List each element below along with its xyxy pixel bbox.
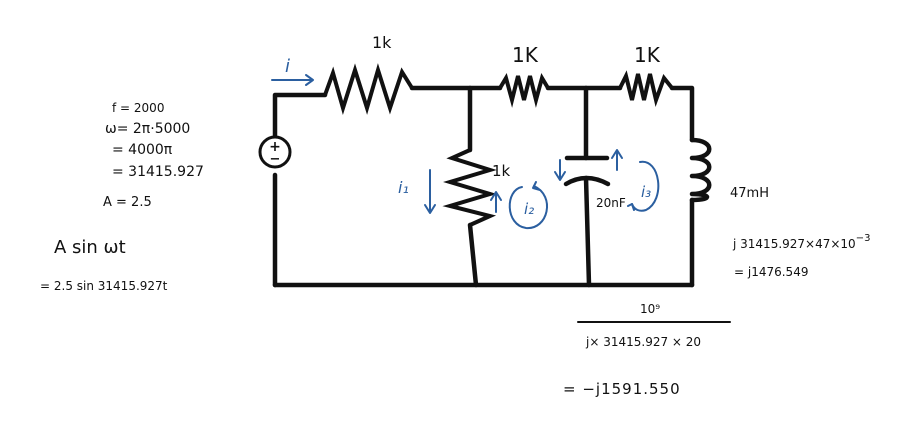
resistor-r2 xyxy=(442,148,497,227)
current-ic-annotation xyxy=(554,149,623,181)
current-i3-annotation: i₃ xyxy=(627,160,660,212)
note-omega-2: = 4000π xyxy=(112,142,173,158)
current-i-annotation: i xyxy=(271,56,314,86)
notes-right: j 31415.927×47×10−3 = j1476.549 10⁹ j× 3… xyxy=(563,233,870,398)
current-i2-loop-icon xyxy=(508,185,549,230)
note-omega-1: ω= 2π·5000 xyxy=(105,121,190,137)
note-xc-numerator: 10⁹ xyxy=(640,302,660,316)
current-i2-annotation: i₂ xyxy=(490,181,549,230)
label-r4: 1K xyxy=(634,43,661,67)
label-capacitor: 20nF xyxy=(596,196,626,210)
resistor-r3 xyxy=(498,72,550,108)
inductor xyxy=(689,137,712,203)
note-xc-denominator: j× 31415.927 × 20 xyxy=(585,335,701,349)
note-xl-value: = j1476.549 xyxy=(734,265,808,279)
current-i1-annotation: i₁ xyxy=(398,169,436,214)
wires xyxy=(272,85,695,288)
wire-cap-bottom xyxy=(583,175,592,288)
note-frequency: f = 2000 xyxy=(112,101,164,115)
current-i3-loop-icon xyxy=(631,160,660,212)
note-source-expression: = 2.5 sin 31415.927t xyxy=(40,279,168,293)
label-r1: 1k xyxy=(372,33,392,52)
note-xc-value: = −j1591.550 xyxy=(563,380,681,398)
source-plus-sign: + xyxy=(269,139,281,155)
source-minus-sign: − xyxy=(270,152,281,167)
label-r2: 1k xyxy=(492,162,511,180)
note-amplitude: A = 2.5 xyxy=(103,195,152,210)
current-i2-label: i₂ xyxy=(524,200,534,218)
note-xl-expression: j 31415.927×47×10−3 xyxy=(732,233,870,251)
note-omega-3: = 31415.927 xyxy=(112,164,204,180)
current-i3-label: i₃ xyxy=(641,183,651,201)
wire-top-right xyxy=(669,85,695,143)
current-i1-label: i₁ xyxy=(398,178,409,197)
voltage-source: + − xyxy=(258,135,292,169)
label-inductor: 47mH xyxy=(730,186,769,201)
resistor-r4 xyxy=(618,70,674,108)
resistor-r1 xyxy=(323,63,414,115)
wire-r2-bottom xyxy=(467,222,479,288)
label-r3: 1K xyxy=(512,43,539,67)
note-a-sin-wt: A sin ωt xyxy=(54,237,126,258)
current-i-label: i xyxy=(285,56,290,77)
capacitor xyxy=(563,155,611,187)
notes-left: f = 2000 ω= 2π·5000 = 4000π = 31415.927 … xyxy=(40,101,204,293)
